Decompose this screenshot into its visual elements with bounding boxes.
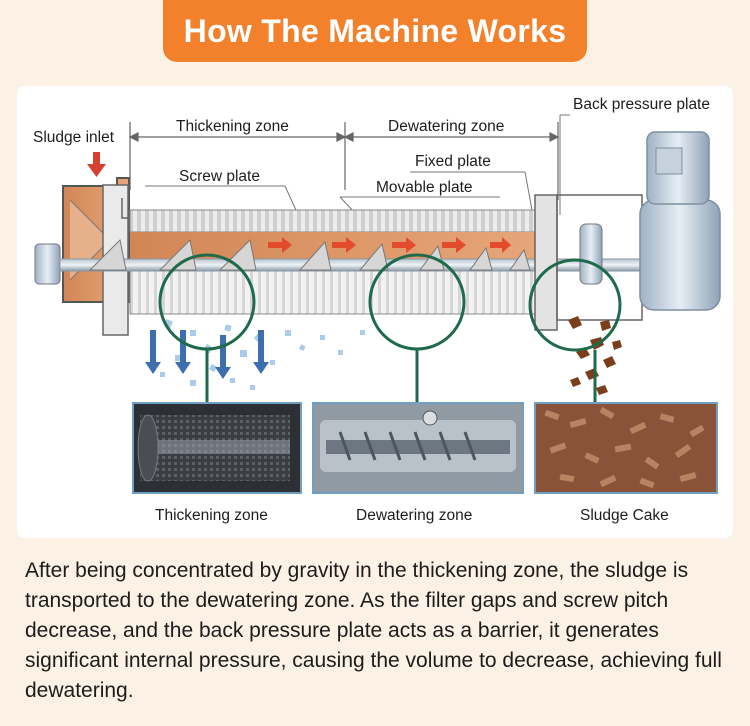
- zone-dimension-lines: [128, 122, 560, 200]
- label-thickening-zone-top: Thickening zone: [176, 118, 289, 135]
- inlet-arrow-icon: [87, 152, 106, 177]
- label-sludge-inlet: Sludge inlet: [33, 129, 115, 146]
- label-fixed-plate: Fixed plate: [415, 153, 491, 170]
- photo-sludge-cake: [534, 402, 718, 494]
- drive-motor: [639, 131, 721, 311]
- caption-dewatering-zone: Dewatering zone: [356, 507, 473, 524]
- title-badge: How The Machine Works: [163, 0, 587, 62]
- photo-thickening-zone: [132, 402, 302, 494]
- label-dewatering-zone-top: Dewatering zone: [388, 118, 505, 135]
- label-movable-plate: Movable plate: [376, 179, 473, 196]
- label-leader-lines: [145, 114, 570, 231]
- flow-arrows: [268, 237, 511, 253]
- label-back-pressure-plate: Back pressure plate: [573, 96, 710, 113]
- label-screw-plate: Screw plate: [179, 168, 260, 185]
- screw-drum: [59, 209, 661, 315]
- caption-sludge-cake: Sludge Cake: [580, 507, 669, 524]
- filtrate-droplets: [150, 319, 365, 390]
- page-title: How The Machine Works: [183, 12, 567, 49]
- left-shaft-cap: [34, 243, 61, 285]
- caption-thickening-zone: Thickening zone: [155, 507, 268, 524]
- drain-arrows: [145, 330, 269, 379]
- screw-flights: [88, 238, 531, 271]
- description-text: After being concentrated by gravity in t…: [25, 559, 722, 702]
- photo-dewatering-zone: [312, 402, 524, 494]
- zone-magnifiers: [158, 253, 622, 402]
